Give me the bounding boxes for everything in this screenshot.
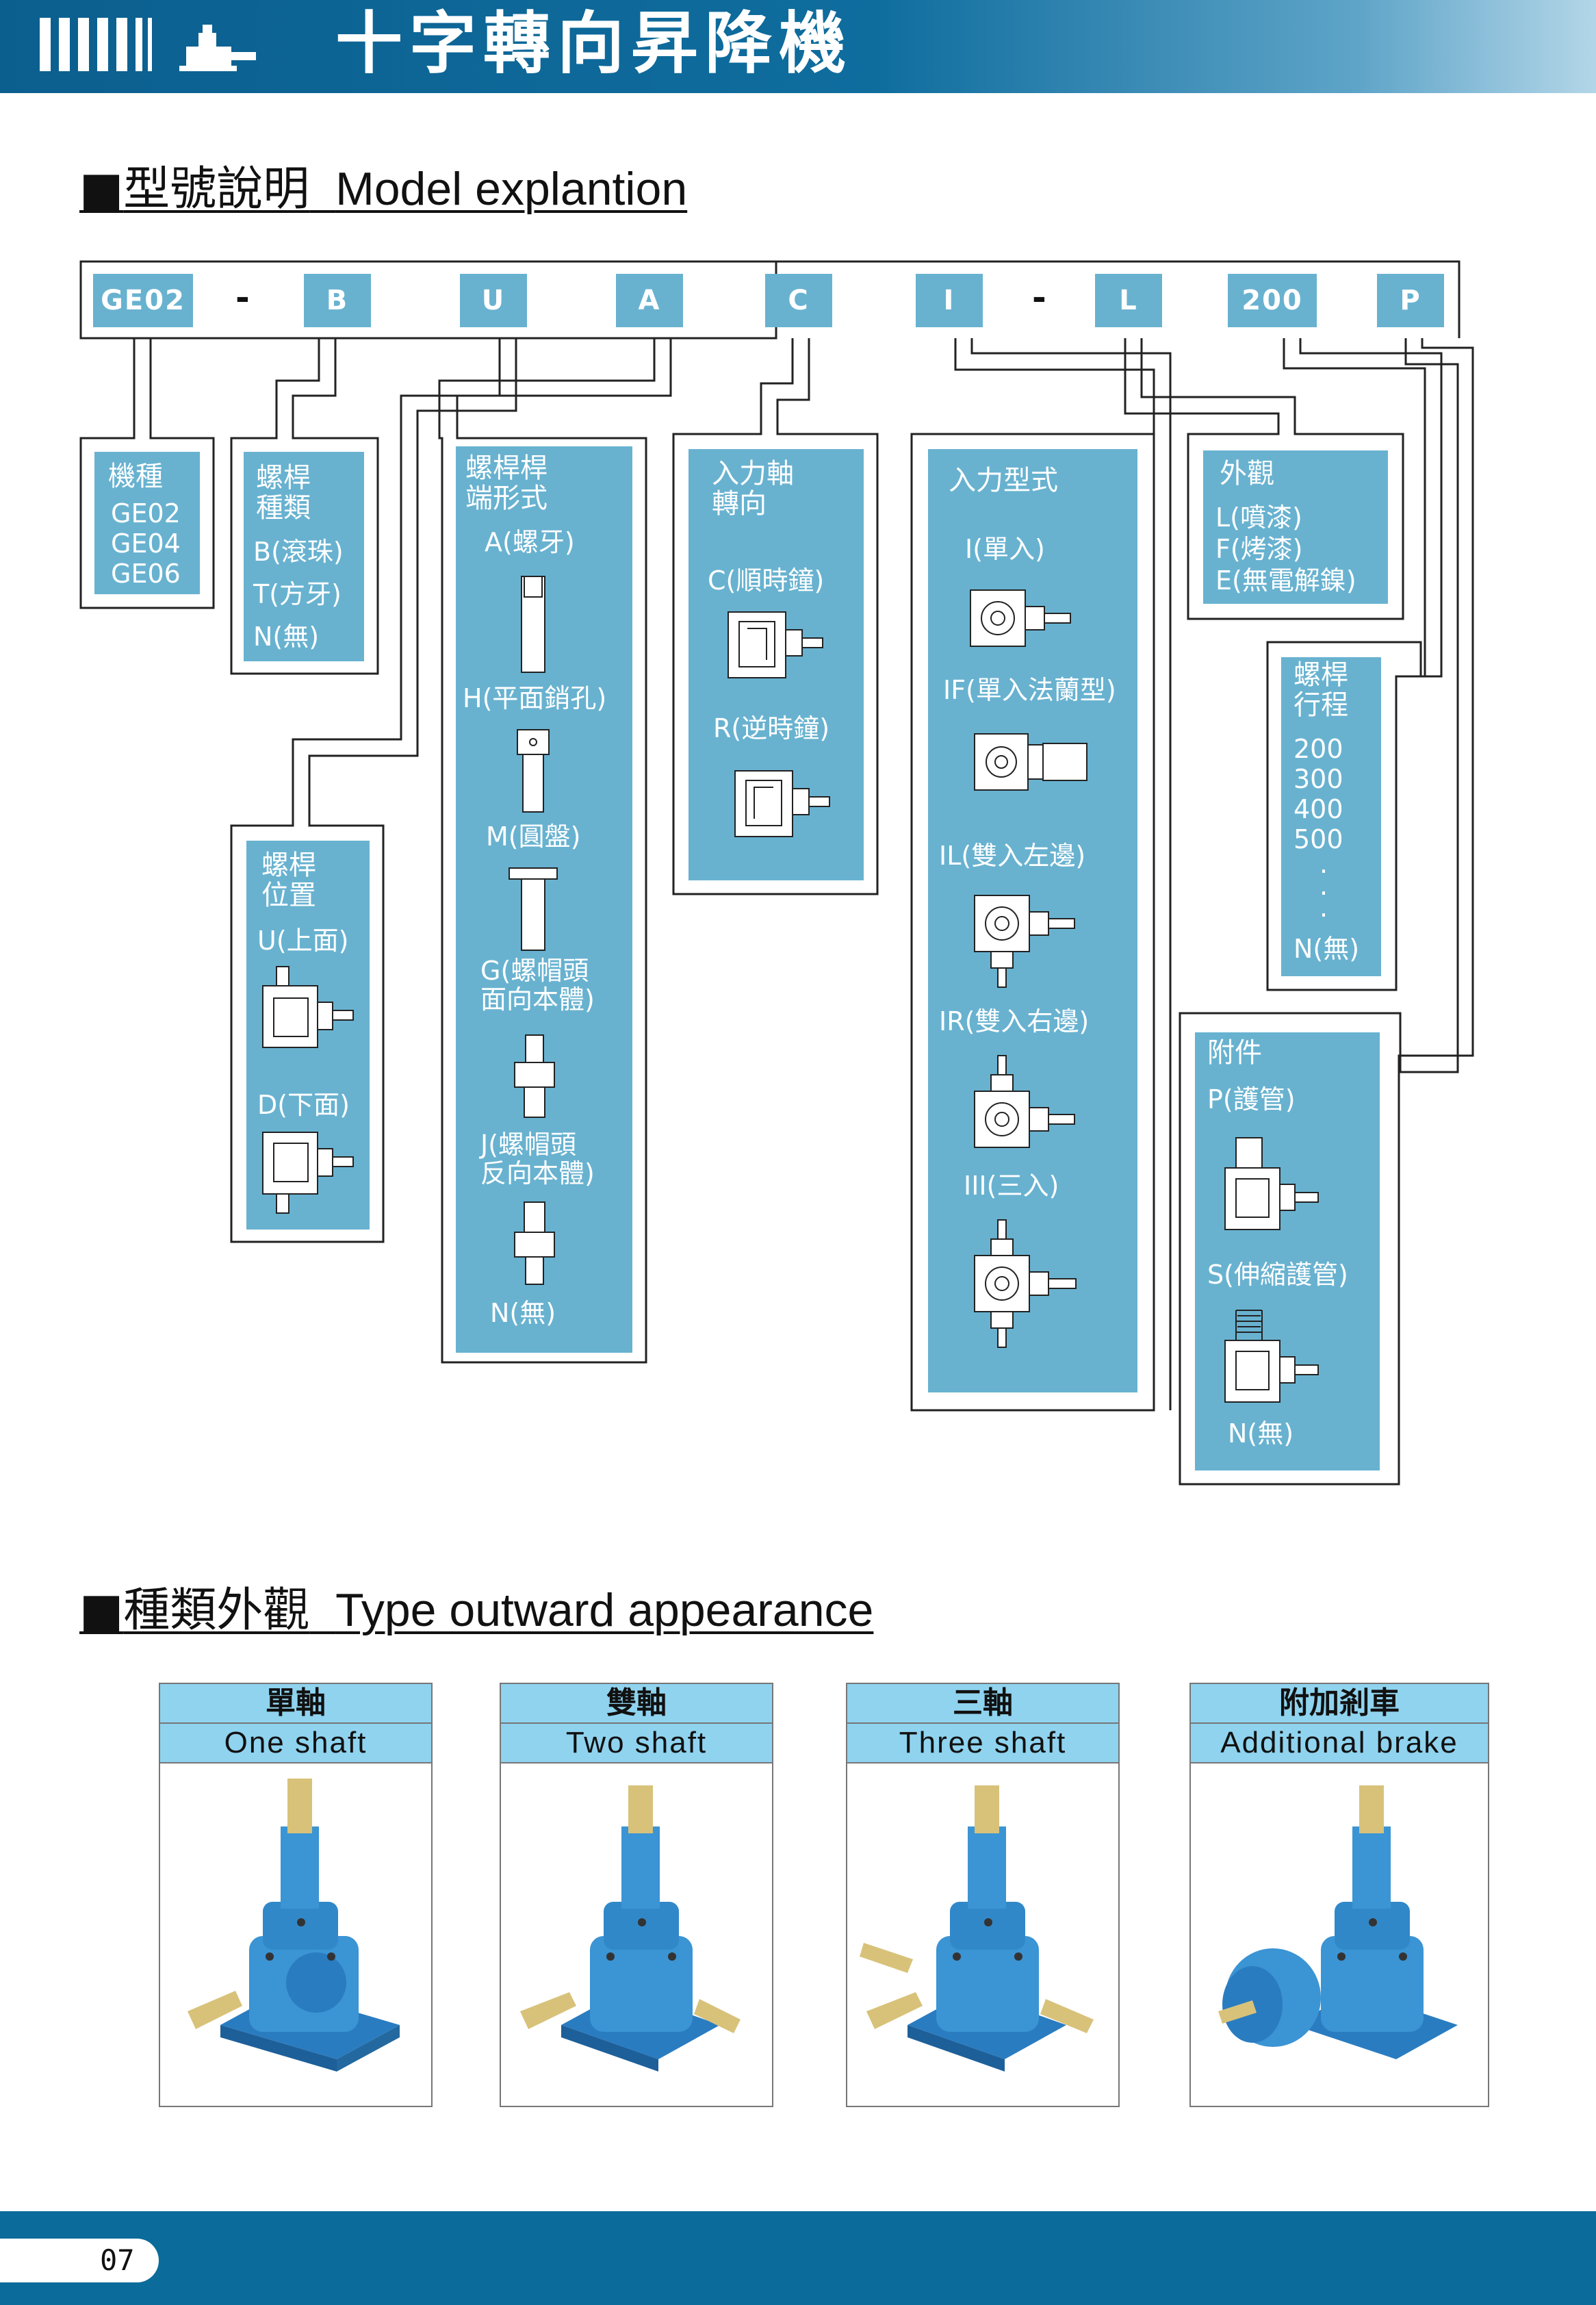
flange-input-icon: [974, 733, 1087, 791]
page-title: 十字轉向昇降機: [335, 5, 853, 83]
bellows-tube-icon: [1224, 1310, 1319, 1403]
panel-screw-position: 螺桿 位置 U(上面) D(下面): [246, 841, 370, 1230]
connector-lines: [79, 260, 1474, 1486]
panel-stroke: 螺桿 行程 200 300 400 500 . . . N(無): [1281, 657, 1381, 976]
dual-right-input-icon: [974, 1055, 1075, 1148]
type-card-one-shaft: 單軸 One shaft: [159, 1683, 433, 2107]
type-card-title: 雙軸: [501, 1684, 772, 1724]
section-title-model: ■型號說明 Model explantion: [79, 162, 688, 216]
page-number: 07: [100, 2243, 135, 2277]
page-number-badge: [0, 2239, 159, 2282]
code-screw-type: B: [304, 274, 371, 327]
thread-end-icon: [521, 576, 545, 673]
brake-gearbox-image: [1218, 1785, 1458, 2059]
code-appearance: L: [1095, 274, 1162, 327]
panel-input-direction: 入力軸 轉向 C(順時鐘) R(逆時鐘): [688, 449, 864, 880]
screw-up-icon: [262, 966, 354, 1048]
panel-accessory: 附件 P(護管) S(伸縮護管) N(無): [1195, 1032, 1380, 1470]
type-card-title: 三軸: [847, 1684, 1118, 1724]
three-shaft-gearbox-image: [860, 1785, 1094, 2072]
panel-appearance: 外觀 L(噴漆) F(烤漆) E(無電解鎳): [1203, 450, 1388, 604]
nut-head-reverse-icon: [514, 1201, 555, 1285]
panel-screw-type: 螺桿 種類 B(滾珠) T(方牙) N(無): [244, 452, 364, 661]
type-card-subtitle: Additional brake: [1191, 1724, 1488, 1763]
two-shaft-gearbox-image: [520, 1785, 741, 2072]
panel-screw-end: 螺桿桿 端形式 A(螺牙) H(平面銷孔) M(圓盤) G(螺帽頭 面向本體) …: [456, 446, 632, 1353]
code-input-direction: C: [765, 274, 832, 327]
type-card-title: 單軸: [160, 1684, 431, 1724]
gear-unit-icon: [179, 25, 256, 71]
type-card-title: 附加剎車: [1191, 1684, 1488, 1724]
code-model: GE02: [93, 274, 193, 327]
counterclockwise-icon: [734, 770, 830, 837]
type-card-subtitle: Two shaft: [501, 1724, 772, 1763]
type-card-two-shaft: 雙軸 Two shaft: [500, 1683, 773, 2107]
clockwise-icon: [728, 611, 823, 678]
code-screw-end: A: [616, 274, 683, 327]
nut-head-forward-icon: [514, 1034, 555, 1118]
type-card-subtitle: One shaft: [160, 1724, 431, 1763]
panel-machine: 機種 GE02 GE04 GE06: [94, 452, 200, 594]
one-shaft-gearbox-image: [188, 1779, 400, 2072]
code-stroke: 200: [1228, 274, 1317, 327]
dual-left-input-icon: [974, 895, 1075, 988]
triple-input-icon: [974, 1219, 1077, 1348]
single-input-icon: [970, 589, 1071, 647]
page-header: 十字轉向昇降機: [0, 0, 1596, 93]
code-dash: -: [235, 278, 250, 318]
disc-end-icon: [509, 867, 558, 951]
pin-hole-end-icon: [517, 729, 550, 813]
type-card-additional-brake: 附加剎車 Additional brake: [1189, 1683, 1489, 2107]
code-screw-position: U: [460, 274, 527, 327]
panel-input-type: 入力型式 I(單入) IF(單入法蘭型) IL(雙入左邊) IR(雙入右邊) I…: [928, 449, 1137, 1392]
protective-tube-icon: [1224, 1137, 1319, 1230]
section-title-type: ■種類外觀 Type outward appearance: [79, 1583, 874, 1638]
code-input-type: I: [916, 274, 983, 327]
code-accessory: P: [1377, 274, 1444, 327]
page-footer: [0, 2211, 1596, 2305]
screw-down-icon: [262, 1132, 354, 1214]
code-dash: -: [1032, 278, 1046, 318]
type-card-three-shaft: 三軸 Three shaft: [846, 1683, 1120, 2107]
type-card-subtitle: Three shaft: [847, 1724, 1118, 1763]
